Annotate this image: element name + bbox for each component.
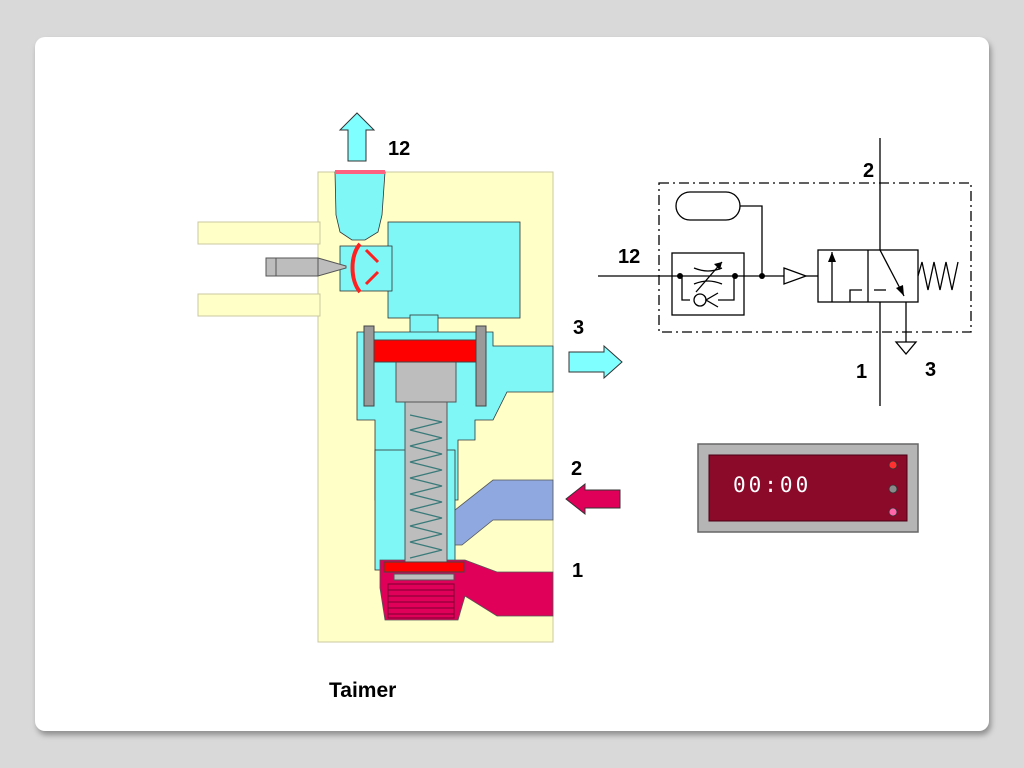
timer-led-red — [888, 460, 898, 470]
reservoir-line — [740, 205, 763, 276]
schematic-boundary — [658, 182, 972, 333]
schematic-label-1: 1 — [856, 361, 867, 383]
reservoir-chamber — [387, 221, 521, 319]
pilot-triangle — [783, 267, 808, 285]
adjust-screw — [387, 583, 455, 619]
throttle-adjust-arrow — [714, 262, 722, 270]
pneumatic-schematic — [598, 138, 972, 406]
port-12-channel — [334, 171, 386, 241]
side-stub-lower — [197, 293, 321, 317]
port-12-seal — [335, 170, 385, 174]
valve-label-1: 1 — [572, 560, 583, 582]
lower-seal — [383, 561, 465, 573]
piston-wall-right — [475, 325, 487, 407]
timer-device: 00:00 — [697, 443, 919, 533]
piston — [373, 339, 477, 363]
valve-label-12: 12 — [388, 138, 410, 160]
pilot-passage — [409, 314, 439, 334]
flow-control-box — [671, 252, 745, 316]
throttle-chamber — [339, 245, 393, 292]
timer-led-gray — [888, 484, 898, 494]
lower-seal-plate — [393, 573, 455, 581]
check-seat — [704, 292, 719, 308]
port-2-arrow-left — [565, 482, 621, 516]
timer-face — [708, 454, 908, 522]
port-3-arrow-right — [568, 344, 623, 380]
valve-blocked-1 — [849, 289, 862, 302]
caption: Taimer — [329, 679, 396, 702]
check-seal-right — [364, 248, 380, 286]
valve-cross-section — [197, 170, 554, 643]
exhaust-symbol — [894, 341, 918, 356]
junction-dot-3 — [759, 273, 765, 279]
schematic-label-3: 3 — [925, 359, 936, 381]
piston-wall-left — [363, 325, 375, 407]
valve-label-3: 3 — [573, 317, 584, 339]
timer-readout: 00:00 — [733, 473, 811, 497]
valve-arrow-up-head — [828, 252, 836, 262]
reservoir-symbol — [675, 191, 741, 221]
check-bypass-right — [718, 276, 735, 301]
schematic-label-12: 12 — [618, 246, 640, 268]
junction-dot-2 — [732, 273, 738, 279]
timer-led-pink — [888, 507, 898, 517]
check-bypass-left — [681, 276, 690, 301]
schematic-label-2: 2 — [863, 160, 874, 182]
check-seal-left — [350, 242, 362, 294]
valve-spring — [917, 261, 959, 291]
junction-dot-1 — [677, 273, 683, 279]
spring — [409, 414, 443, 559]
throttle-screw — [265, 257, 347, 277]
port-12-arrow-up — [338, 112, 376, 162]
side-stub-upper — [197, 221, 321, 245]
port-2-channel — [454, 479, 554, 546]
plunger-head — [395, 361, 457, 403]
valve-arrow-diagonal-head — [896, 285, 904, 296]
valve-label-2: 2 — [571, 458, 582, 480]
